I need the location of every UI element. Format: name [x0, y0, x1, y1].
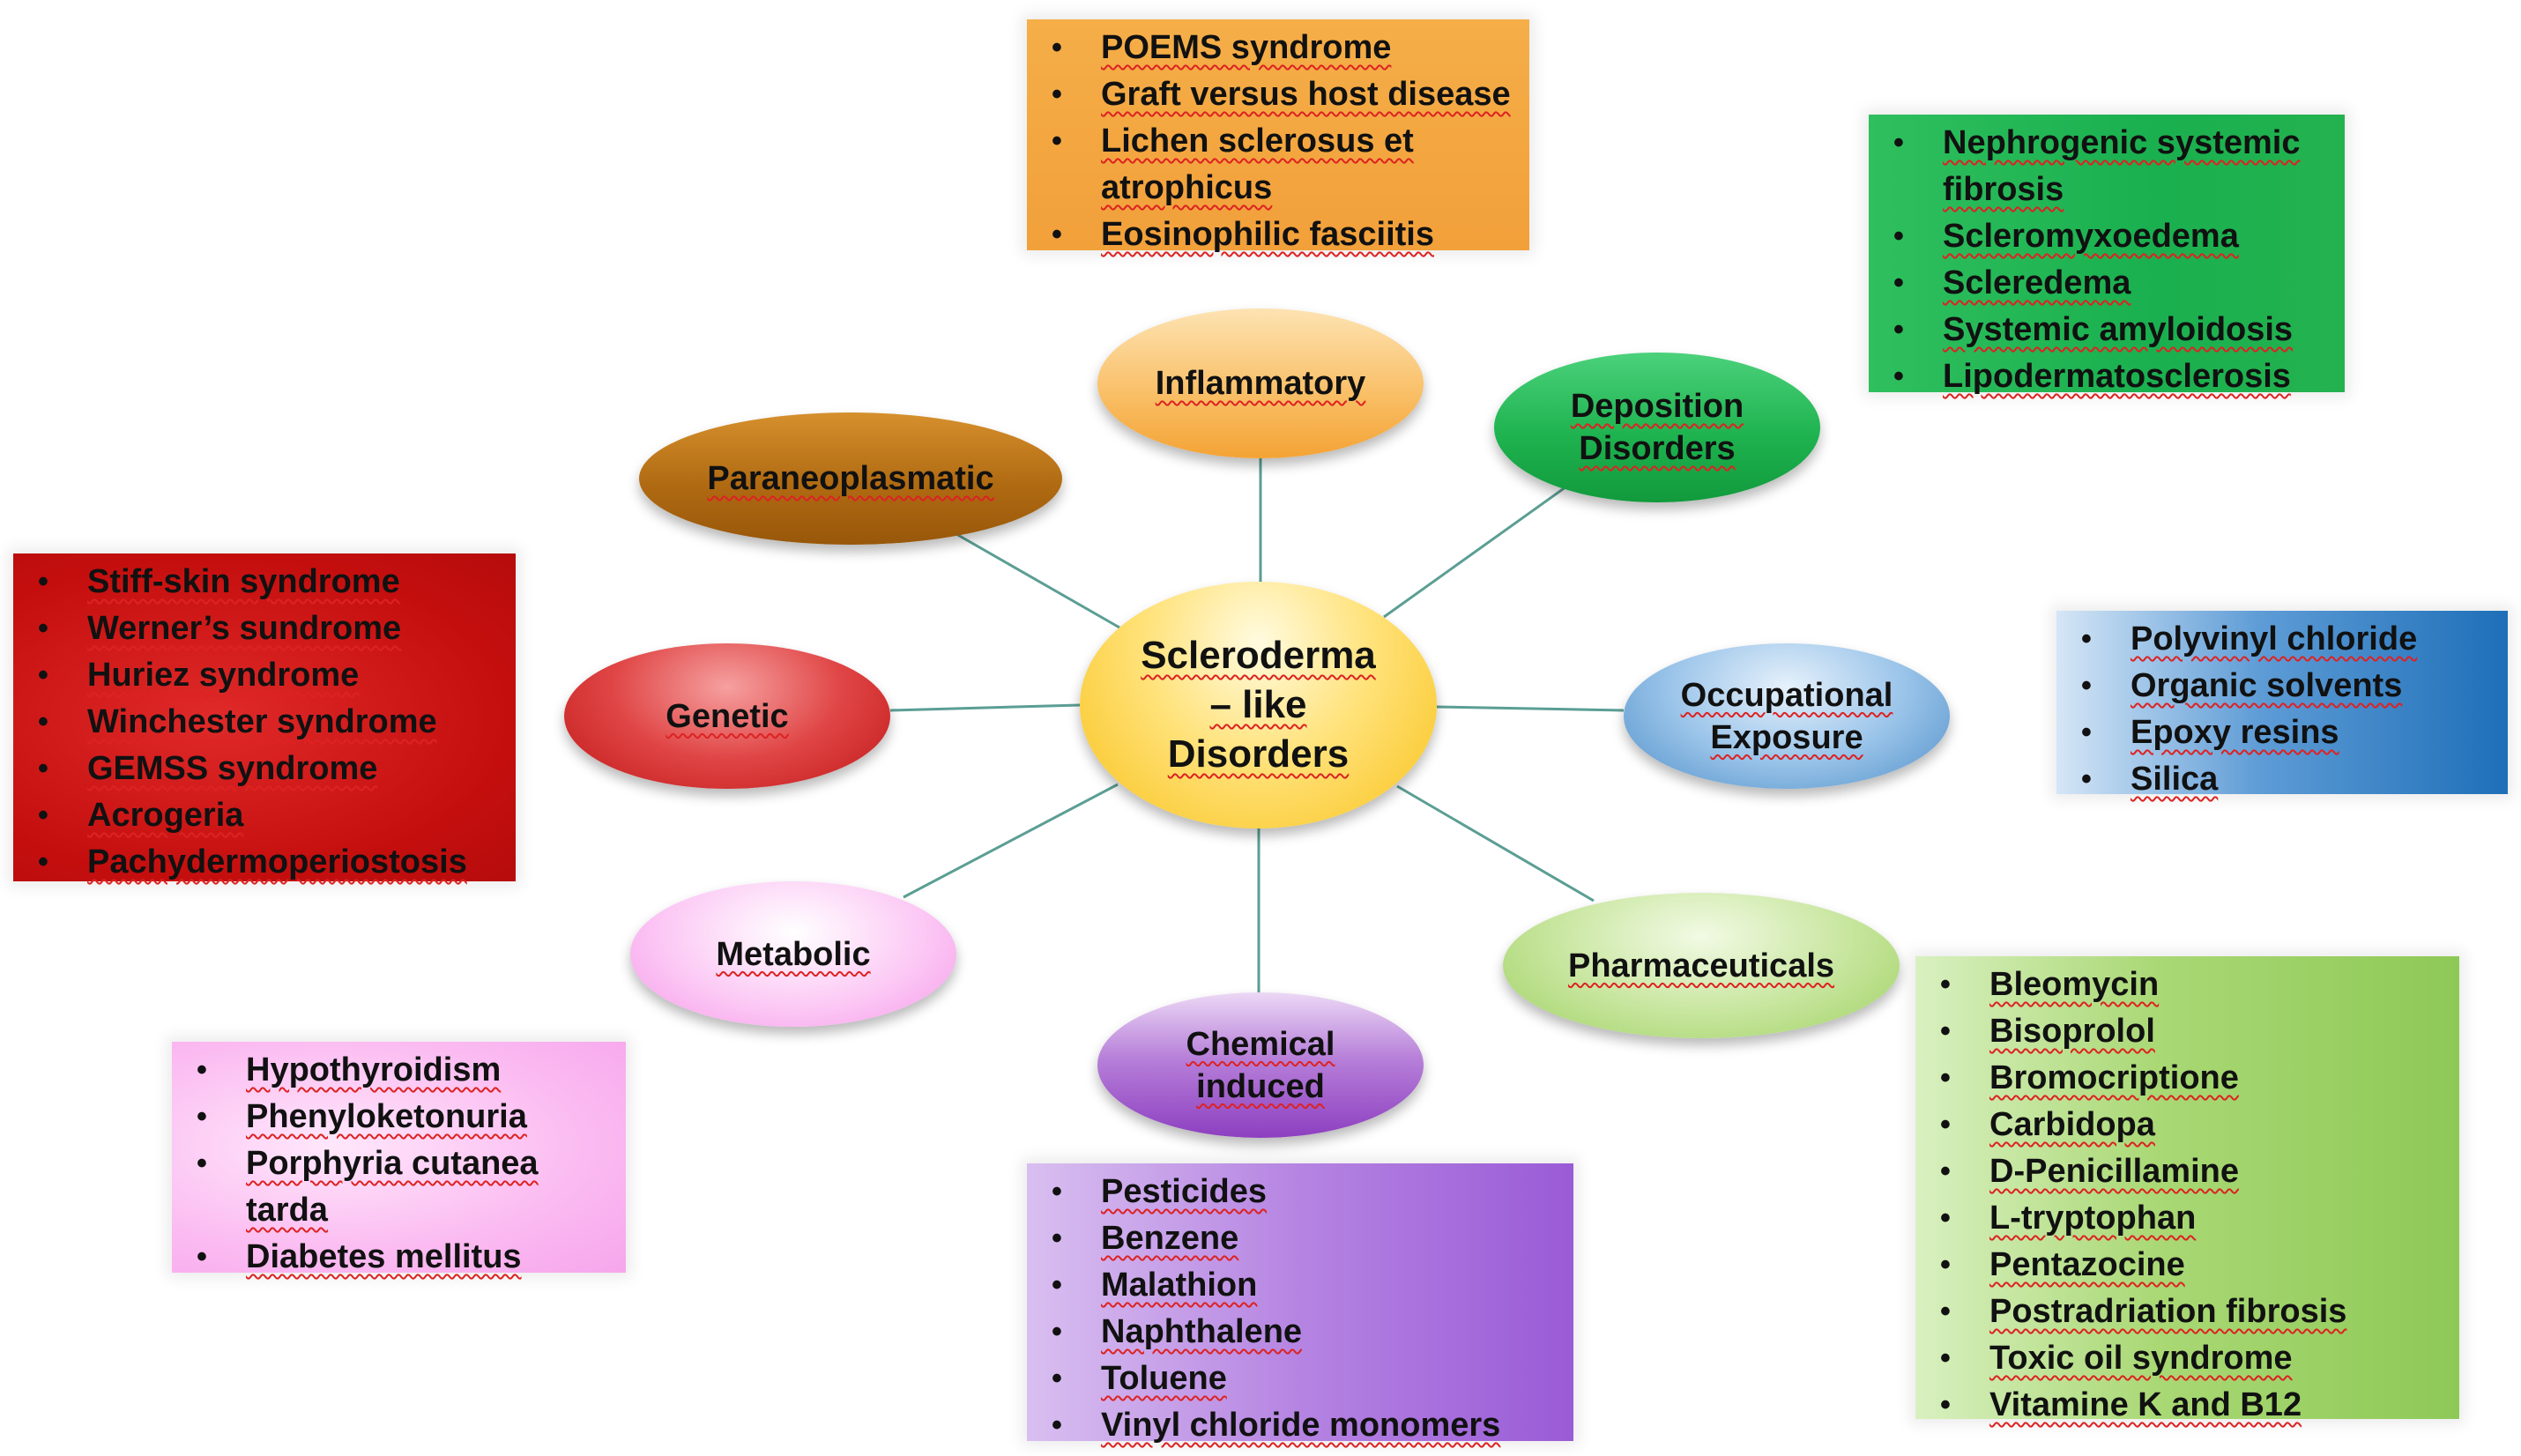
list-item: Benzene: [1048, 1215, 1558, 1262]
node-inflammatory-label: Inflammatory: [1155, 365, 1366, 402]
list-item: POEMS syndrome: [1048, 25, 1513, 71]
connector-pharmaceuticals: [1396, 784, 1595, 903]
list-item: Stiff-skin syndrome: [34, 559, 500, 605]
node-paraneoplasmatic-label: Paraneoplasmatic: [707, 460, 994, 497]
list-item: GEMSS syndrome: [34, 746, 500, 792]
connector-occupational: [1436, 705, 1625, 712]
list-item: Silica: [2078, 756, 2492, 803]
list-item: Organic solvents: [2078, 663, 2492, 709]
list-item: Toluene: [1048, 1356, 1558, 1402]
list-item: Bromocriptione: [1937, 1055, 2443, 1102]
node-occupational-label: Occupational Exposure: [1680, 676, 1893, 756]
node-inflammatory: Inflammatory: [1097, 308, 1424, 458]
node-deposition-disorders: Deposition Disorders: [1494, 353, 1820, 502]
list-item: Huriez syndrome: [34, 652, 500, 699]
connector-genetic: [889, 703, 1081, 712]
node-chemical-induced: Chemical induced: [1097, 992, 1424, 1138]
connector-paraneoplasmatic: [956, 532, 1120, 629]
list-metabolic: Hypothyroidism Phenyloketonuria Porphyri…: [172, 1042, 626, 1281]
node-pharmaceuticals: Pharmaceuticals: [1503, 893, 1900, 1038]
list-item: Lichen sclerosus et atrophicus: [1048, 118, 1513, 212]
list-item: Winchester syndrome: [34, 699, 500, 746]
list-item: Werner’s sundrome: [34, 605, 500, 652]
list-item: Phenyloketonuria: [193, 1094, 610, 1140]
list-item: Bleomycin: [1937, 962, 2443, 1008]
list-item: Carbidopa: [1937, 1102, 2443, 1148]
list-paraneoplasmatic: Stiff-skin syndrome Werner’s sundrome Hu…: [13, 553, 516, 886]
list-chemical-induced: Pesticides Benzene Malathion Naphthalene…: [1027, 1163, 1573, 1449]
list-item: Pentazocine: [1937, 1242, 2443, 1289]
node-metabolic: Metabolic: [630, 881, 956, 1027]
node-metabolic-label: Metabolic: [716, 935, 871, 973]
list-item: Vinyl chloride monomers: [1048, 1402, 1558, 1449]
list-item: Systemic amyloidosis: [1890, 307, 2329, 353]
list-item: Graft versus host disease: [1048, 71, 1513, 118]
list-item: Polyvinyl chloride: [2078, 616, 2492, 663]
list-item: D-Penicillamine: [1937, 1148, 2443, 1195]
list-item: Epoxy resins: [2078, 709, 2492, 756]
node-chemical-label: Chemical induced: [1186, 1025, 1335, 1105]
node-pharmaceuticals-label: Pharmaceuticals: [1567, 947, 1835, 984]
list-item: Hypothyroidism: [193, 1047, 610, 1094]
node-paraneoplasmatic: Paraneoplasmatic: [639, 412, 1062, 545]
list-deposition-disorders: Nephrogenic systemic fibrosis Scleromyxo…: [1869, 115, 2345, 400]
list-item: Naphthalene: [1048, 1309, 1558, 1356]
list-item: Malathion: [1048, 1262, 1558, 1309]
list-item: Diabetes mellitus: [193, 1234, 610, 1281]
center-node-label: Scleroderma – like Disorders: [1141, 634, 1376, 776]
list-pharmaceuticals: Bleomycin Bisoprolol Bromocriptione Carb…: [1915, 956, 2459, 1429]
connector-metabolic: [903, 783, 1119, 899]
node-genetic-label: Genetic: [666, 697, 789, 735]
list-item: Eosinophilic fasciitis: [1048, 212, 1513, 258]
node-deposition-label: Deposition Disorders: [1570, 388, 1744, 467]
node-occupational-exposure: Occupational Exposure: [1624, 643, 1950, 789]
list-item: Postradriation fibrosis: [1937, 1289, 2443, 1335]
list-item: L-tryptophan: [1937, 1195, 2443, 1242]
center-node: Scleroderma – like Disorders: [1080, 582, 1437, 828]
list-item: Porphyria cutanea tarda: [193, 1140, 610, 1234]
list-inflammatory: POEMS syndrome Graft versus host disease…: [1027, 19, 1529, 258]
list-item: Bisoprolol: [1937, 1008, 2443, 1055]
list-item: Scleromyxoedema: [1890, 213, 2329, 260]
list-item: Pesticides: [1048, 1169, 1558, 1215]
list-item: Lipodermatosclerosis: [1890, 353, 2329, 400]
list-occupational-exposure: Polyvinyl chloride Organic solvents Epox…: [2056, 611, 2508, 803]
node-genetic: Genetic: [564, 643, 890, 789]
list-item: Vitamine K and B12: [1937, 1382, 2443, 1429]
list-item: Pachydermoperiostosis: [34, 839, 500, 886]
list-item: Acrogeria: [34, 792, 500, 839]
connector-deposition: [1383, 483, 1570, 619]
list-item: Toxic oil syndrome: [1937, 1335, 2443, 1382]
list-item: Nephrogenic systemic fibrosis: [1890, 120, 2329, 213]
list-item: Scleredema: [1890, 260, 2329, 307]
